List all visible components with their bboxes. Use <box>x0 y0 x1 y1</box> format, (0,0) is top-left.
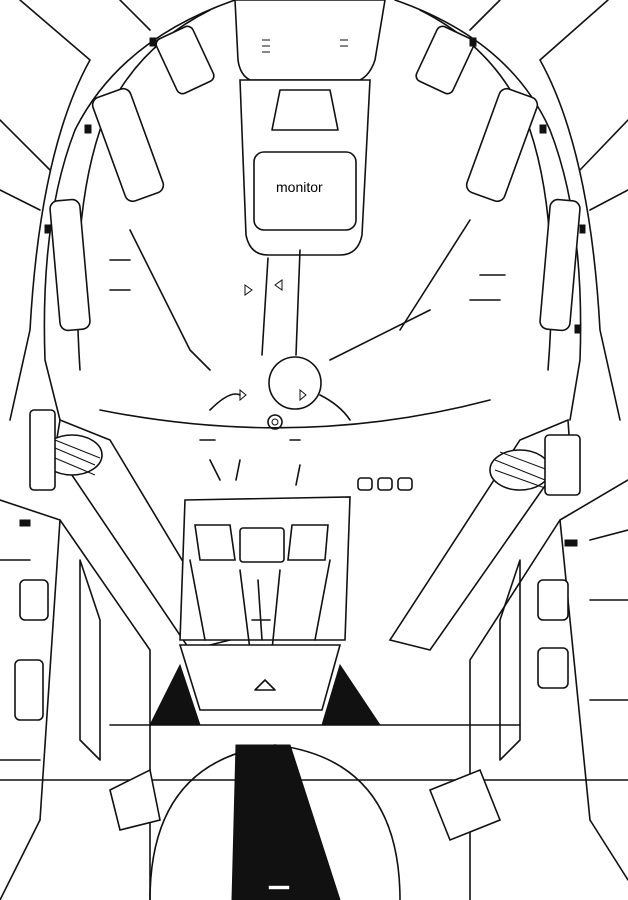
monitor-housing <box>234 0 386 256</box>
canopy-frame <box>0 0 628 421</box>
pilot-console <box>178 496 351 711</box>
floor <box>0 663 628 900</box>
hud-display <box>99 219 506 491</box>
monitor-label: monitor <box>276 179 323 195</box>
side-walls <box>0 479 628 900</box>
